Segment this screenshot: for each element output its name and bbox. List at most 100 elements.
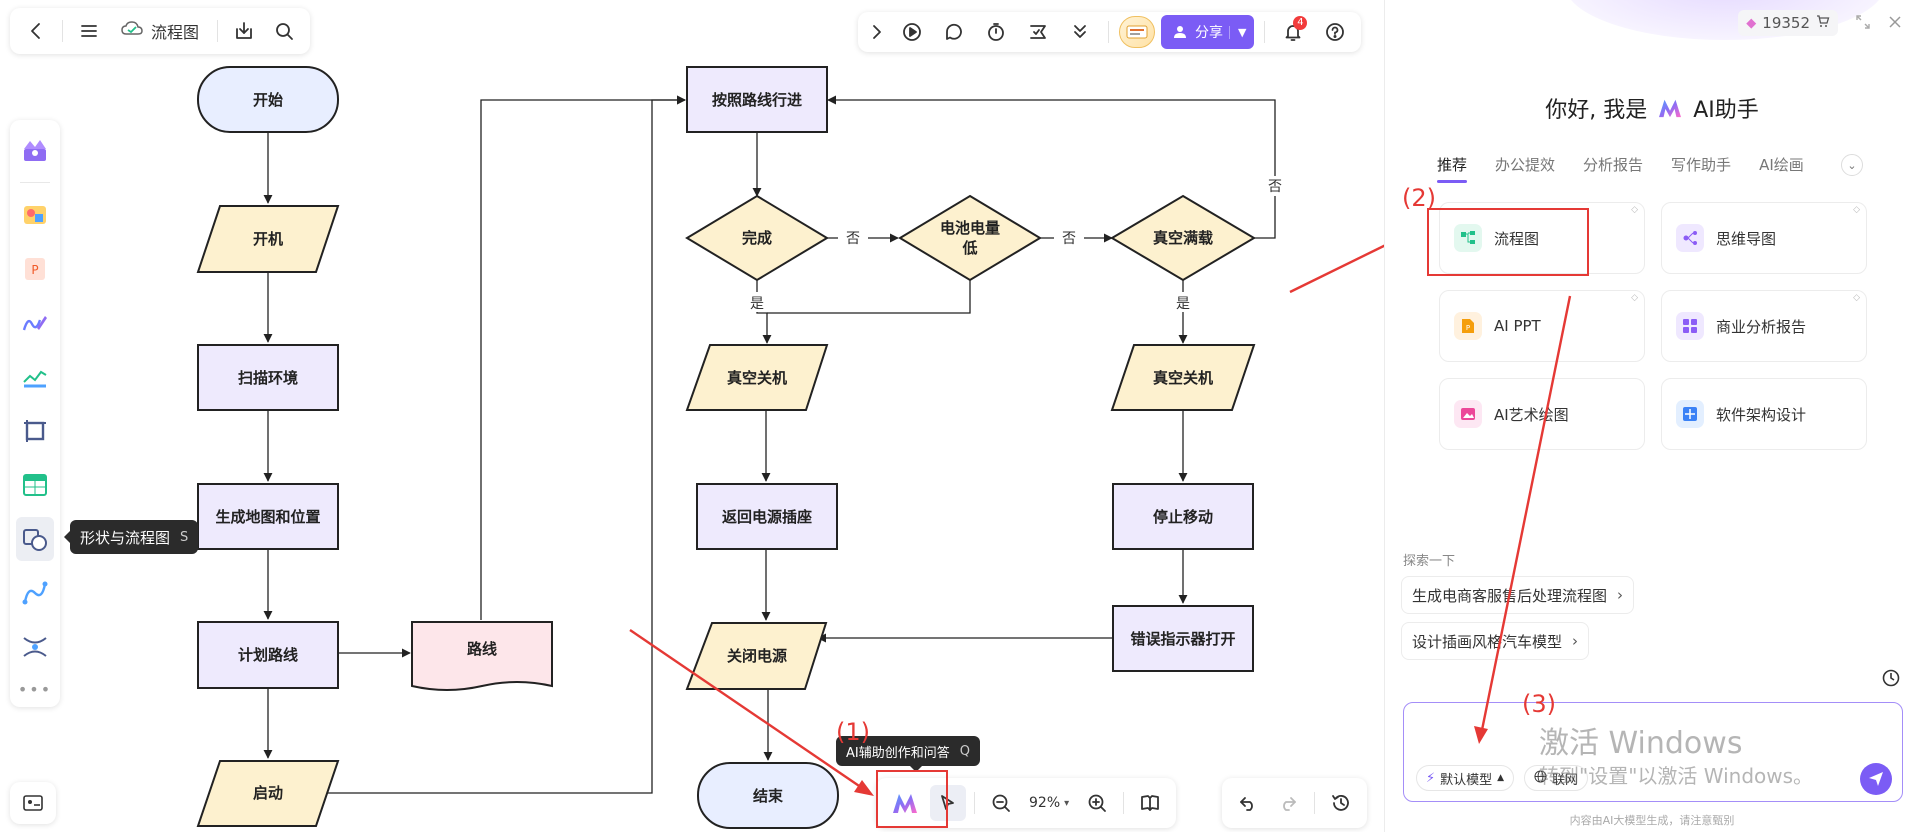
pin-icon[interactable]: ◇ <box>1631 293 1638 303</box>
timer-icon[interactable] <box>978 14 1014 50</box>
more-chevron-icon[interactable] <box>1062 14 1098 50</box>
book-guide-icon[interactable] <box>1132 785 1168 821</box>
connector-icon[interactable] <box>16 571 54 615</box>
vote-icon[interactable] <box>1020 14 1056 50</box>
ai-assistant-button[interactable] <box>884 783 926 823</box>
back-icon[interactable] <box>18 13 54 49</box>
history-icon[interactable] <box>1323 785 1359 821</box>
label-start: 开始 <box>253 91 283 109</box>
greeting-prefix: 你好, 我是 <box>1545 98 1648 123</box>
ai-tooltip: AI辅助创作和问答 Q <box>836 736 980 772</box>
share-dropdown-icon[interactable]: ▼ <box>1229 25 1246 39</box>
ppt-icon: P <box>1454 312 1482 340</box>
annotation-label-1: (1) <box>836 718 870 746</box>
share-button[interactable]: 分享 ▼ <box>1161 15 1255 49</box>
close-icon[interactable] <box>1888 14 1902 33</box>
play-icon[interactable] <box>894 14 930 50</box>
pin-icon[interactable]: ◇ <box>1853 205 1860 215</box>
history-toolbar <box>1222 778 1367 828</box>
table-icon[interactable] <box>16 463 54 507</box>
frame-icon[interactable] <box>16 409 54 453</box>
card-mindmap[interactable]: 思维导图 ◇ <box>1661 202 1867 274</box>
shapes-tooltip-key: S <box>180 529 189 545</box>
zoom-level-dropdown[interactable]: 92% ▾ <box>1023 795 1075 811</box>
tab-recommended[interactable]: 推荐 <box>1437 154 1468 183</box>
panel-header: ◆ 19352 <box>1738 10 1902 36</box>
chevron-right-icon: › <box>1572 632 1579 650</box>
expand-icon[interactable] <box>1856 14 1870 33</box>
credits-counter[interactable]: ◆ 19352 <box>1738 10 1838 36</box>
collapse-chevron-icon[interactable] <box>866 14 888 50</box>
help-icon[interactable] <box>1317 14 1353 50</box>
comment-icon[interactable] <box>936 14 972 50</box>
top-right-toolbar: 分享 ▼ 4 <box>858 12 1362 52</box>
chat-input-box[interactable]: ⚡ 默认模型 ▲ 联网 <box>1403 702 1903 802</box>
node-done <box>685 194 829 282</box>
document-title-text: 流程图 <box>151 23 200 42</box>
template-library-icon[interactable] <box>16 128 54 172</box>
divider <box>1123 792 1125 814</box>
card-ai-art[interactable]: AI艺术绘图 <box>1439 378 1645 450</box>
tab-ai-drawing[interactable]: AI绘画 <box>1759 156 1804 174</box>
card-label: AI PPT <box>1494 317 1541 335</box>
node-route <box>411 621 553 691</box>
mindmap-tool-icon[interactable] <box>16 625 54 669</box>
canvas[interactable]: 开始 开机 扫描环境 生成地图和位置 计划路线 路线 启动 按照路线行进 完成 … <box>0 0 1384 832</box>
suggestion-item[interactable]: 设计插画风格汽车模型 › <box>1401 622 1590 660</box>
divider <box>1264 21 1266 43</box>
chart-icon[interactable] <box>16 355 54 399</box>
avatar[interactable] <box>1119 16 1155 48</box>
card-software-architecture[interactable]: 软件架构设计 <box>1661 378 1867 450</box>
menu-icon[interactable] <box>71 13 107 49</box>
slide-ppt-icon[interactable]: P <box>16 247 54 291</box>
divider <box>1314 792 1315 814</box>
pin-icon[interactable]: ◇ <box>1631 205 1638 215</box>
model-selector[interactable]: ⚡ 默认模型 ▲ <box>1416 765 1515 791</box>
label-route: 路线 <box>467 640 497 658</box>
label-end: 结束 <box>753 787 784 805</box>
tab-analysis[interactable]: 分析报告 <box>1583 156 1644 174</box>
node-error <box>1112 605 1254 672</box>
greeting-suffix: AI助手 <box>1693 98 1759 123</box>
tab-writing[interactable]: 写作助手 <box>1671 156 1732 174</box>
shapes-flowchart-icon[interactable] <box>16 517 54 561</box>
suggestion-item[interactable]: 生成电商客服售后处理流程图 › <box>1401 576 1635 614</box>
card-flowchart[interactable]: 流程图 ◇ <box>1439 202 1645 274</box>
edge-label-yes-2: 是 <box>1176 296 1190 312</box>
label-done: 完成 <box>742 229 772 247</box>
chat-input[interactable] <box>1416 713 1886 741</box>
cart-icon <box>1816 14 1830 32</box>
zoom-in-icon[interactable] <box>1079 785 1115 821</box>
document-title[interactable]: 流程图 <box>111 19 209 43</box>
web-label: 联网 <box>1552 772 1579 788</box>
divider <box>62 20 63 42</box>
pin-icon[interactable]: ◇ <box>1853 293 1860 303</box>
node-plan <box>197 621 339 689</box>
tab-office[interactable]: 办公提效 <box>1495 156 1556 174</box>
select-pointer-icon[interactable] <box>930 785 966 821</box>
edge-label-no-1: 否 <box>846 231 860 247</box>
undo-icon[interactable] <box>1230 785 1266 821</box>
chat-history-icon[interactable] <box>1881 668 1903 690</box>
more-tools-icon[interactable]: ••• <box>17 679 53 699</box>
label-vac-off-2: 真空关机 <box>1153 369 1213 387</box>
card-ai-ppt[interactable]: P AI PPT ◇ <box>1439 290 1645 362</box>
redo-icon[interactable] <box>1270 785 1306 821</box>
minimap-button[interactable] <box>10 782 56 824</box>
send-button[interactable] <box>1860 763 1892 795</box>
flowchart: 开始 开机 扫描环境 生成地图和位置 计划路线 路线 启动 按照路线行进 完成 … <box>196 66 1384 829</box>
ai-logo-icon <box>893 794 917 813</box>
sticker-icon[interactable] <box>16 193 54 237</box>
web-search-toggle[interactable]: 联网 <box>1524 765 1589 791</box>
search-icon[interactable] <box>266 13 302 49</box>
pen-icon[interactable] <box>16 301 54 345</box>
ai-assistant-panel: ◆ 19352 你好, 我是 AI助手 推荐 办公提效 分析报告 写作助手 A <box>1384 0 1918 832</box>
download-icon[interactable] <box>226 13 262 49</box>
tabs-expand-icon[interactable]: ⌄ <box>1841 154 1863 176</box>
label-return: 返回电源插座 <box>722 508 812 526</box>
shapes-tooltip: 形状与流程图 S <box>63 520 199 554</box>
bell-icon[interactable]: 4 <box>1275 14 1311 50</box>
label-launch: 启动 <box>253 784 283 802</box>
card-business-report[interactable]: 商业分析报告 ◇ <box>1661 290 1867 362</box>
zoom-out-icon[interactable] <box>983 785 1019 821</box>
